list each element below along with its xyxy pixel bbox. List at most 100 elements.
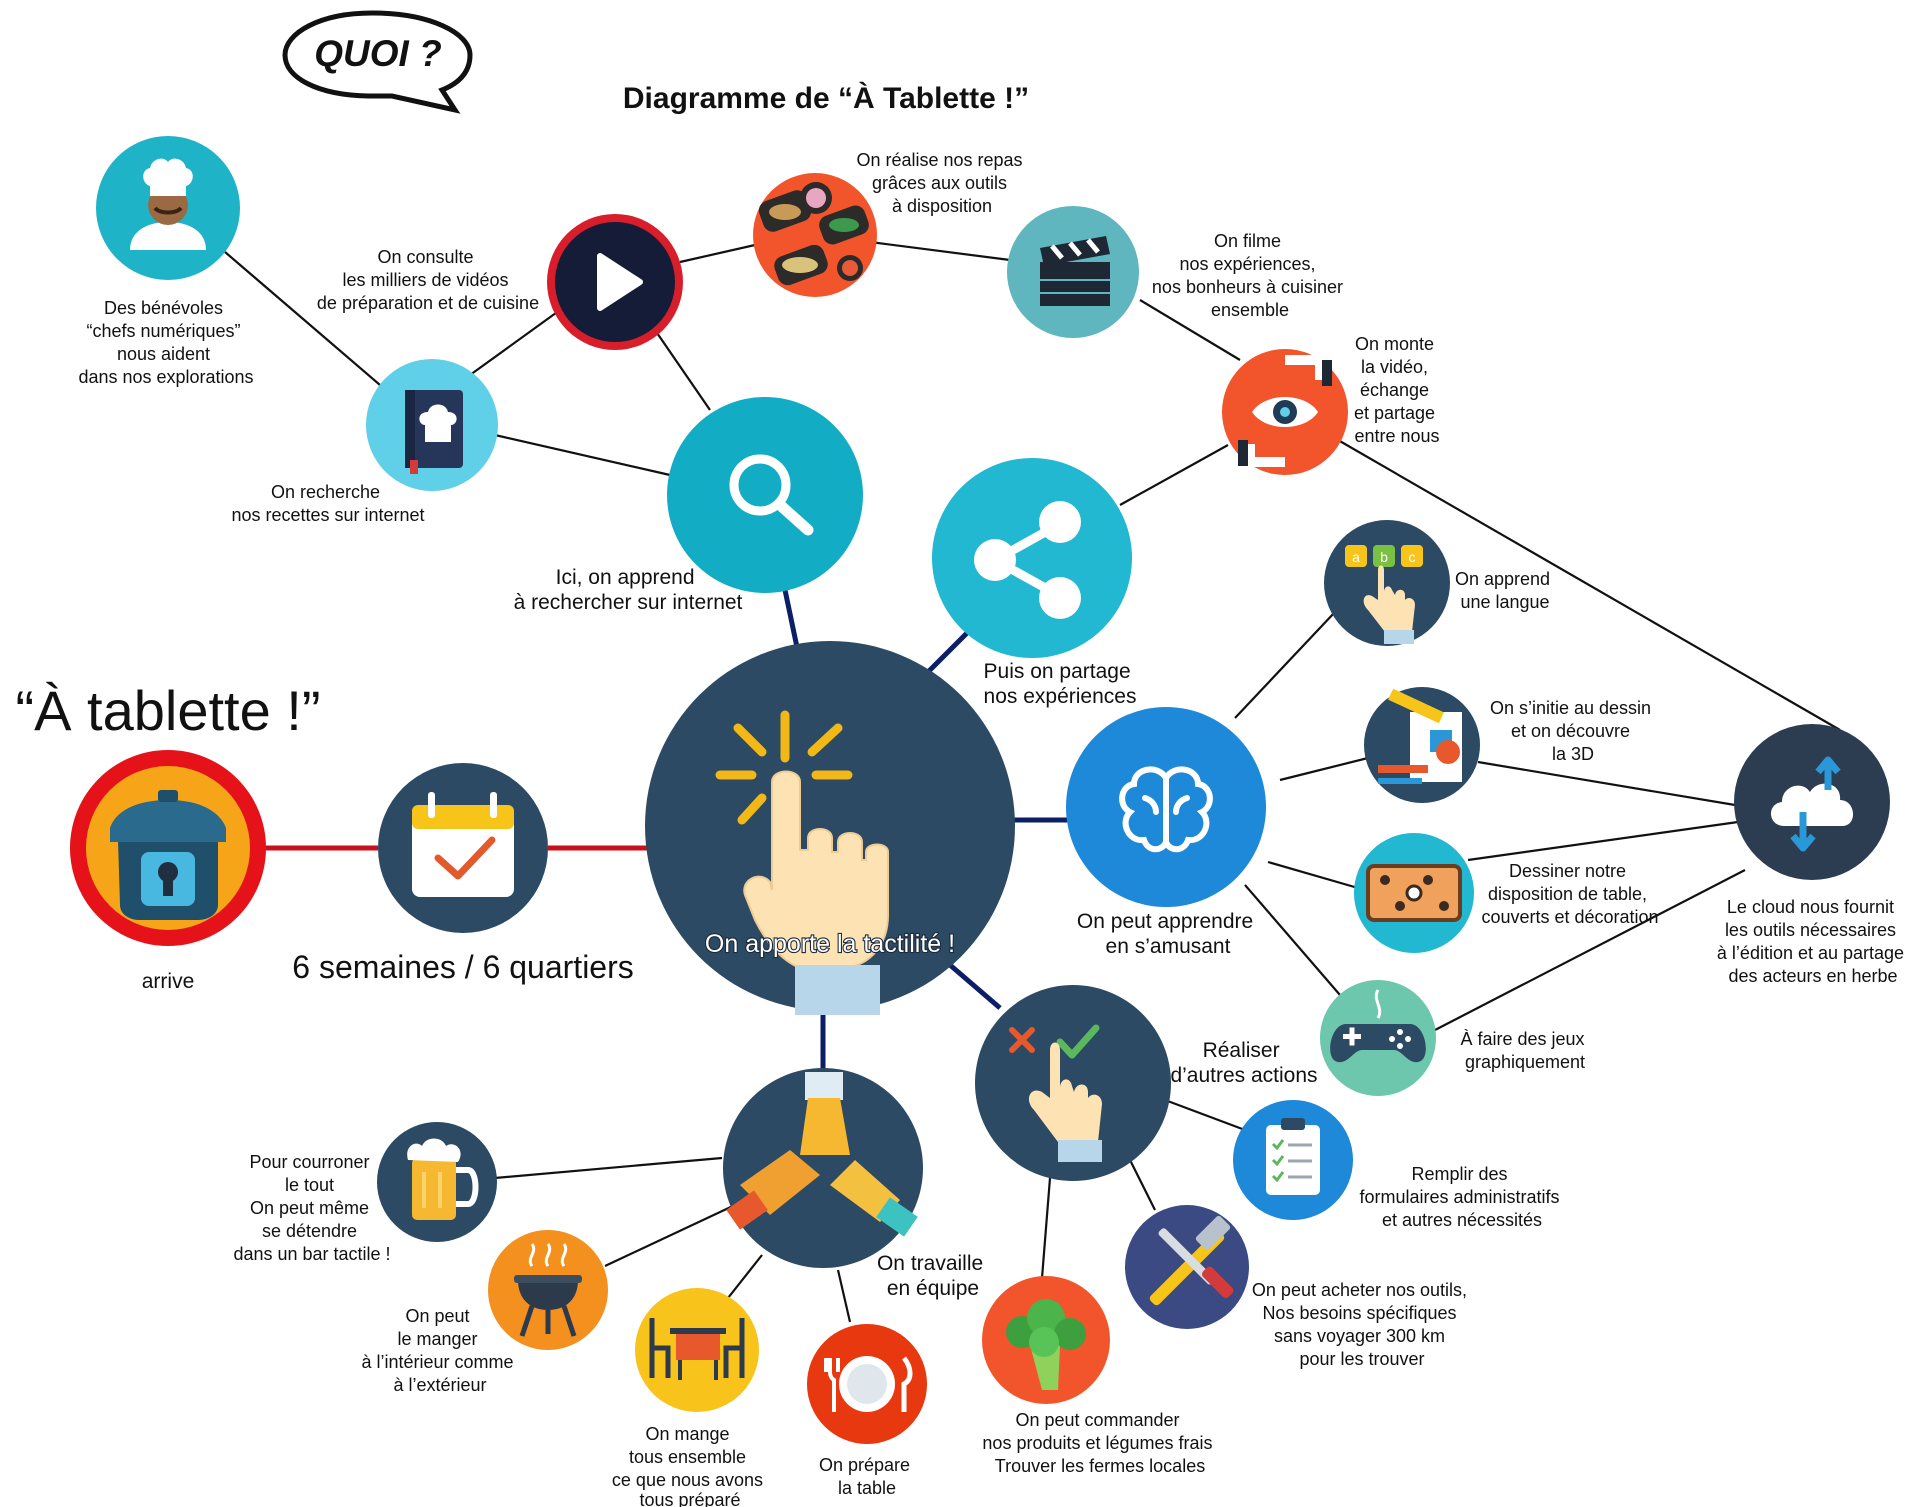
arrive-label: arrive bbox=[142, 970, 195, 993]
edge-equipe-bar bbox=[494, 1156, 723, 1180]
formulaires-node: Remplir des formulaires administratifs e… bbox=[1233, 1100, 1564, 1230]
edge-brain-table bbox=[1267, 860, 1359, 890]
drawing-tools-icon bbox=[1378, 688, 1462, 784]
produits-node: On peut commander nos produits et légume… bbox=[982, 1276, 1213, 1476]
calendar-check-icon bbox=[412, 792, 514, 897]
cloud-sync-icon bbox=[1770, 756, 1854, 852]
repas-label: On réalise nos repas grâces aux outils à… bbox=[856, 150, 1027, 216]
video-node: On consulte les milliers de vidéos de pr… bbox=[317, 214, 683, 350]
search-node: Ici, on apprend à rechercher sur interne… bbox=[514, 397, 863, 614]
langue-node: a b c On apprend une langue bbox=[1324, 520, 1555, 646]
brain-label: On peut apprendre en s’amusant bbox=[1077, 910, 1259, 958]
edge-share-monte bbox=[1119, 444, 1229, 506]
food-trays-icon bbox=[758, 182, 869, 286]
edge-center-actions bbox=[948, 963, 1002, 1010]
dessin-label: On s’initie au dessin et on découvre la … bbox=[1490, 698, 1656, 764]
edge-table-cloud bbox=[1467, 820, 1739, 862]
cloud-label: Le cloud nous fournit les outils nécessa… bbox=[1717, 897, 1909, 986]
teamwork-hands-icon bbox=[726, 1072, 918, 1237]
beer-mug-icon bbox=[407, 1138, 479, 1220]
edge-center-share bbox=[923, 630, 970, 677]
repas-node: On réalise nos repas grâces aux outils à… bbox=[753, 150, 1027, 297]
chef-node: Des bénévoles “chefs numériques” nous ai… bbox=[78, 136, 254, 387]
center-label: On apporte la tactilité ! bbox=[705, 930, 955, 958]
edge-chef-recherche bbox=[224, 251, 381, 386]
prepare-label: On prépare la table bbox=[819, 1455, 915, 1498]
broccoli-icon bbox=[1006, 1299, 1086, 1390]
actions-label: Réaliser d’autres actions bbox=[1170, 1039, 1317, 1087]
eye-frame-icon bbox=[1238, 355, 1332, 467]
filme-node: On filme nos expériences, nos bonheurs à… bbox=[1007, 206, 1348, 338]
edge-video-search bbox=[654, 329, 711, 411]
table-label: Dessiner notre disposition de table, cou… bbox=[1481, 861, 1658, 927]
formulaires-label: Remplir des formulaires administratifs e… bbox=[1359, 1164, 1564, 1230]
edge-equipe-prepare bbox=[836, 1269, 852, 1323]
outils-label: On peut acheter nos outils, Nos besoins … bbox=[1252, 1280, 1472, 1369]
play-icon bbox=[597, 253, 643, 311]
bbq-label: On peut le manger à l’intérieur comme à … bbox=[361, 1306, 518, 1395]
edge-equipe-bbq bbox=[604, 1204, 736, 1267]
mange-label: On mange tous ensemble ce que nous avons… bbox=[612, 1424, 768, 1507]
check-cross-hand-icon bbox=[1009, 1024, 1102, 1162]
edge-repas-filme bbox=[869, 240, 1011, 262]
video-label: On consulte les milliers de vidéos de pr… bbox=[317, 247, 539, 313]
equipe-node: On travaille en équipe bbox=[723, 1068, 989, 1300]
share-node: Puis on partage nos expériences bbox=[932, 458, 1136, 708]
chef-icon bbox=[130, 158, 206, 250]
recipe-book-icon bbox=[405, 390, 463, 474]
calendar-node: 6 semaines / 6 quartiers bbox=[292, 763, 634, 985]
edge-brain-langue bbox=[1234, 611, 1336, 719]
edge-equipe-mange bbox=[727, 1254, 763, 1299]
cloud-node: Le cloud nous fournit les outils nécessa… bbox=[1717, 724, 1909, 986]
clipboard-icon bbox=[1266, 1118, 1320, 1195]
prepare-node: On prépare la table bbox=[807, 1324, 927, 1498]
langue-label: On apprend une langue bbox=[1455, 569, 1555, 612]
equipe-circle bbox=[723, 1068, 923, 1268]
monte-node: On monte la vidéo, échange et partage en… bbox=[1222, 334, 1440, 475]
page-title: Diagramme de “À Tablette !” bbox=[623, 81, 1029, 115]
barbecue-icon bbox=[514, 1243, 582, 1337]
bar-label: Pour courroner le tout On peut même se d… bbox=[233, 1152, 390, 1264]
svg-text:b: b bbox=[1380, 549, 1388, 565]
brain-node: On peut apprendre en s’amusant bbox=[1066, 707, 1266, 958]
share-label: Puis on partage nos expériences bbox=[984, 660, 1137, 708]
dining-table-icon bbox=[649, 1318, 745, 1380]
edge-recherche-search bbox=[494, 433, 671, 477]
quoi-bubble: QUOI ? bbox=[282, 10, 473, 114]
edge-actions-produits bbox=[1040, 1177, 1052, 1279]
edge-jeux-cloud bbox=[1434, 869, 1746, 1031]
tools-icon bbox=[1149, 1215, 1234, 1306]
edge-video-repas bbox=[679, 243, 756, 264]
table-node: Dessiner notre disposition de table, cou… bbox=[1354, 833, 1659, 953]
jeux-label: À faire des jeux graphiquement bbox=[1460, 1029, 1589, 1072]
monte-label: On monte la vidéo, échange et partage en… bbox=[1354, 334, 1440, 446]
edge-center-search bbox=[782, 589, 801, 653]
clapperboard-icon bbox=[1040, 236, 1110, 306]
share-icon bbox=[974, 501, 1081, 619]
center-node: On apporte la tactilité ! bbox=[645, 641, 1015, 1015]
mange-node: On mange tous ensemble ce que nous avons… bbox=[612, 1288, 768, 1507]
jeux-node: À faire des jeux graphiquement bbox=[1320, 980, 1589, 1096]
edge-brain-dessin bbox=[1279, 756, 1369, 782]
arrive-node: arrive bbox=[70, 750, 266, 993]
edge-recherche-video bbox=[469, 309, 561, 376]
abc-keys-hand-icon: a b c bbox=[1345, 545, 1423, 644]
edge-actions-formulaires bbox=[1164, 1098, 1246, 1132]
connectors bbox=[224, 240, 1841, 1323]
edge-actions-outils bbox=[1129, 1159, 1156, 1211]
table-layout-icon bbox=[1366, 864, 1462, 922]
tablet-cooker-icon bbox=[110, 790, 226, 920]
brand-title: “À tablette !” bbox=[15, 679, 320, 742]
actions-node: Réaliser d’autres actions bbox=[975, 985, 1318, 1181]
weeks-label: 6 semaines / 6 quartiers bbox=[292, 949, 634, 985]
bar-node: Pour courroner le tout On peut même se d… bbox=[233, 1122, 497, 1264]
chef-label: Des bénévoles “chefs numériques” nous ai… bbox=[78, 298, 253, 387]
dessin-node: On s’initie au dessin et on découvre la … bbox=[1364, 687, 1656, 803]
plate-cutlery-icon bbox=[824, 1356, 913, 1412]
filme-label: On filme nos expériences, nos bonheurs à… bbox=[1152, 231, 1348, 320]
equipe-label: On travaille en équipe bbox=[877, 1252, 989, 1300]
search-label: Ici, on apprend à rechercher sur interne… bbox=[514, 566, 743, 614]
recherche-node: On recherche nos recettes sur internet bbox=[231, 359, 498, 525]
edge-filme-monte bbox=[1139, 299, 1241, 361]
